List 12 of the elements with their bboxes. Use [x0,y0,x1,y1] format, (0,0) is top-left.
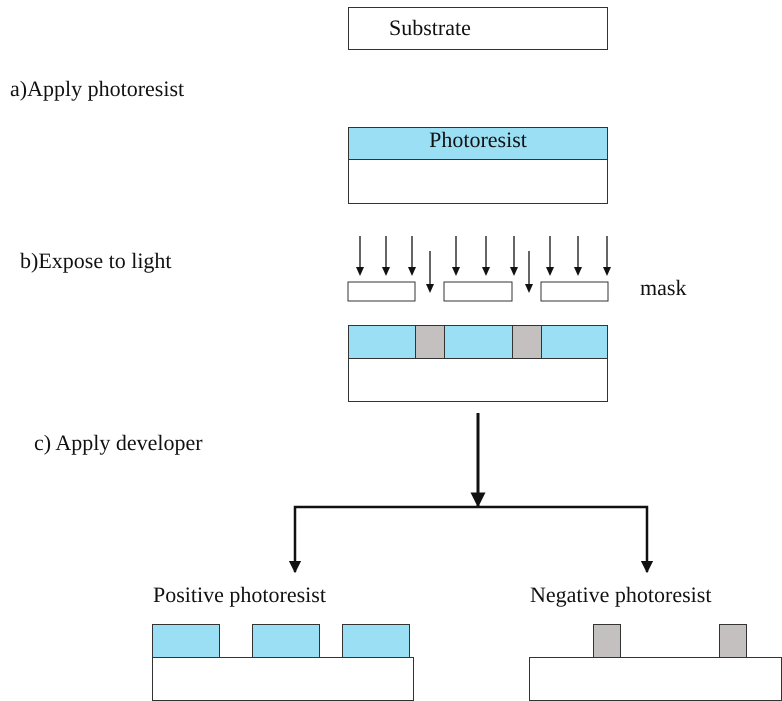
step-label: c) Apply developer [34,430,203,456]
layer-label: Photoresist [429,127,527,152]
arrow [470,413,486,508]
wafer-heading: Positive photoresist [153,582,326,608]
node-label: Substrate [389,15,471,40]
wafer-heading: Negative photoresist [530,582,712,608]
step-label: b)Expose to light [20,248,172,274]
step-label: mask [640,275,686,301]
arrow [478,506,654,574]
arrow [288,506,478,574]
step-label: a)Apply photoresist [10,76,184,102]
substrate-box [348,7,608,50]
